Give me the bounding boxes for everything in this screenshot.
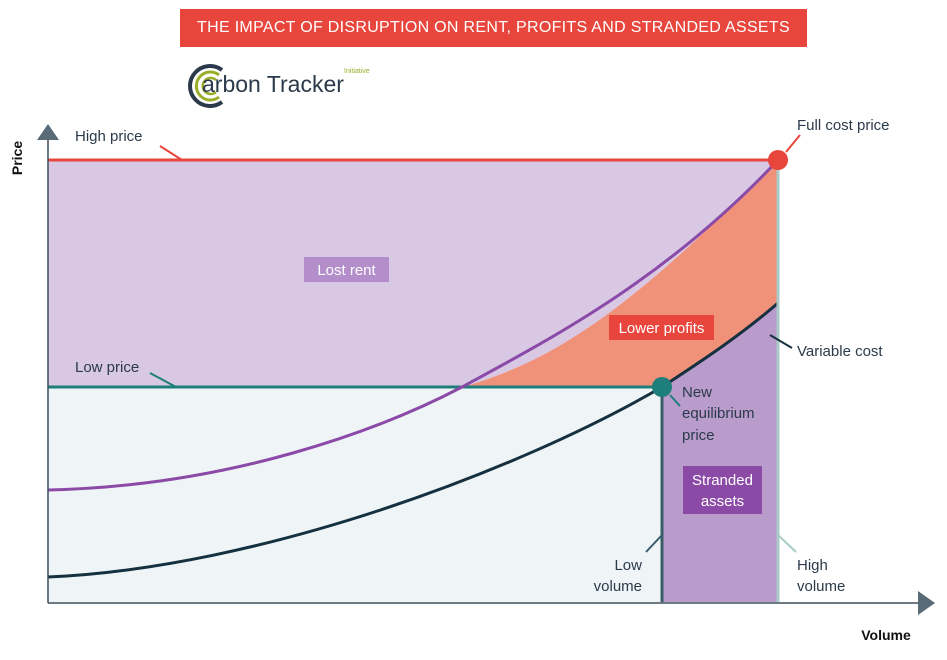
lost-rent-label: Lost rent xyxy=(317,262,376,279)
stranded-assets-box xyxy=(683,466,762,514)
equilibrium-label-3: price xyxy=(682,427,715,444)
stranded-assets-label-1: Stranded xyxy=(692,472,753,489)
right-arrow-icon xyxy=(918,591,935,615)
low-price-leader xyxy=(149,372,177,388)
stranded-assets-area xyxy=(662,303,778,602)
equilibrium-label-1: New xyxy=(682,384,712,401)
variable-cost-curve xyxy=(47,301,779,579)
up-arrow-icon xyxy=(37,124,59,140)
full-cost-price-label: Full cost price xyxy=(797,117,890,134)
y-axis-title: Price xyxy=(9,141,25,175)
lower-profits-box xyxy=(609,315,714,340)
high-price-label: High price xyxy=(75,128,143,145)
low-volume-label-1: Low xyxy=(614,557,642,574)
high-volume-leader xyxy=(777,534,797,553)
high-price-leader xyxy=(159,145,183,161)
low-price-label: Low price xyxy=(75,359,139,376)
high-volume-label-2: volume xyxy=(797,578,845,595)
carbon-tracker-logo: arbon Tracker Initiative xyxy=(186,60,386,112)
low-volume-label-2: volume xyxy=(594,578,642,595)
lower-profits-label: Lower profits xyxy=(619,320,705,337)
equilibrium-point xyxy=(652,377,672,397)
lost-rent-area xyxy=(48,160,778,387)
below-low-price-area xyxy=(48,387,662,602)
full-cost-leader xyxy=(785,134,801,153)
equilibrium-label-2: equilibrium xyxy=(682,405,755,422)
lost-rent-box xyxy=(304,257,389,282)
low-volume-leader xyxy=(645,534,663,553)
carbon-tracker-logo-icon xyxy=(188,64,224,108)
title-banner: THE IMPACT OF DISRUPTION ON RENT, PROFIT… xyxy=(180,9,807,47)
banner-title: THE IMPACT OF DISRUPTION ON RENT, PROFIT… xyxy=(197,19,790,36)
high-volume-label-1: High xyxy=(797,557,828,574)
equilibrium-leader xyxy=(669,394,681,407)
full-cost-point xyxy=(768,150,788,170)
logo-wordmark: arbon Tracker xyxy=(202,71,344,97)
x-axis-title: Volume xyxy=(861,627,911,643)
variable-cost-label: Variable cost xyxy=(797,343,883,360)
stranded-assets-label-2: assets xyxy=(701,493,744,510)
variable-cost-leader xyxy=(769,334,793,349)
logo-subtitle: Initiative xyxy=(344,68,370,75)
full-cost-curve xyxy=(47,158,780,492)
